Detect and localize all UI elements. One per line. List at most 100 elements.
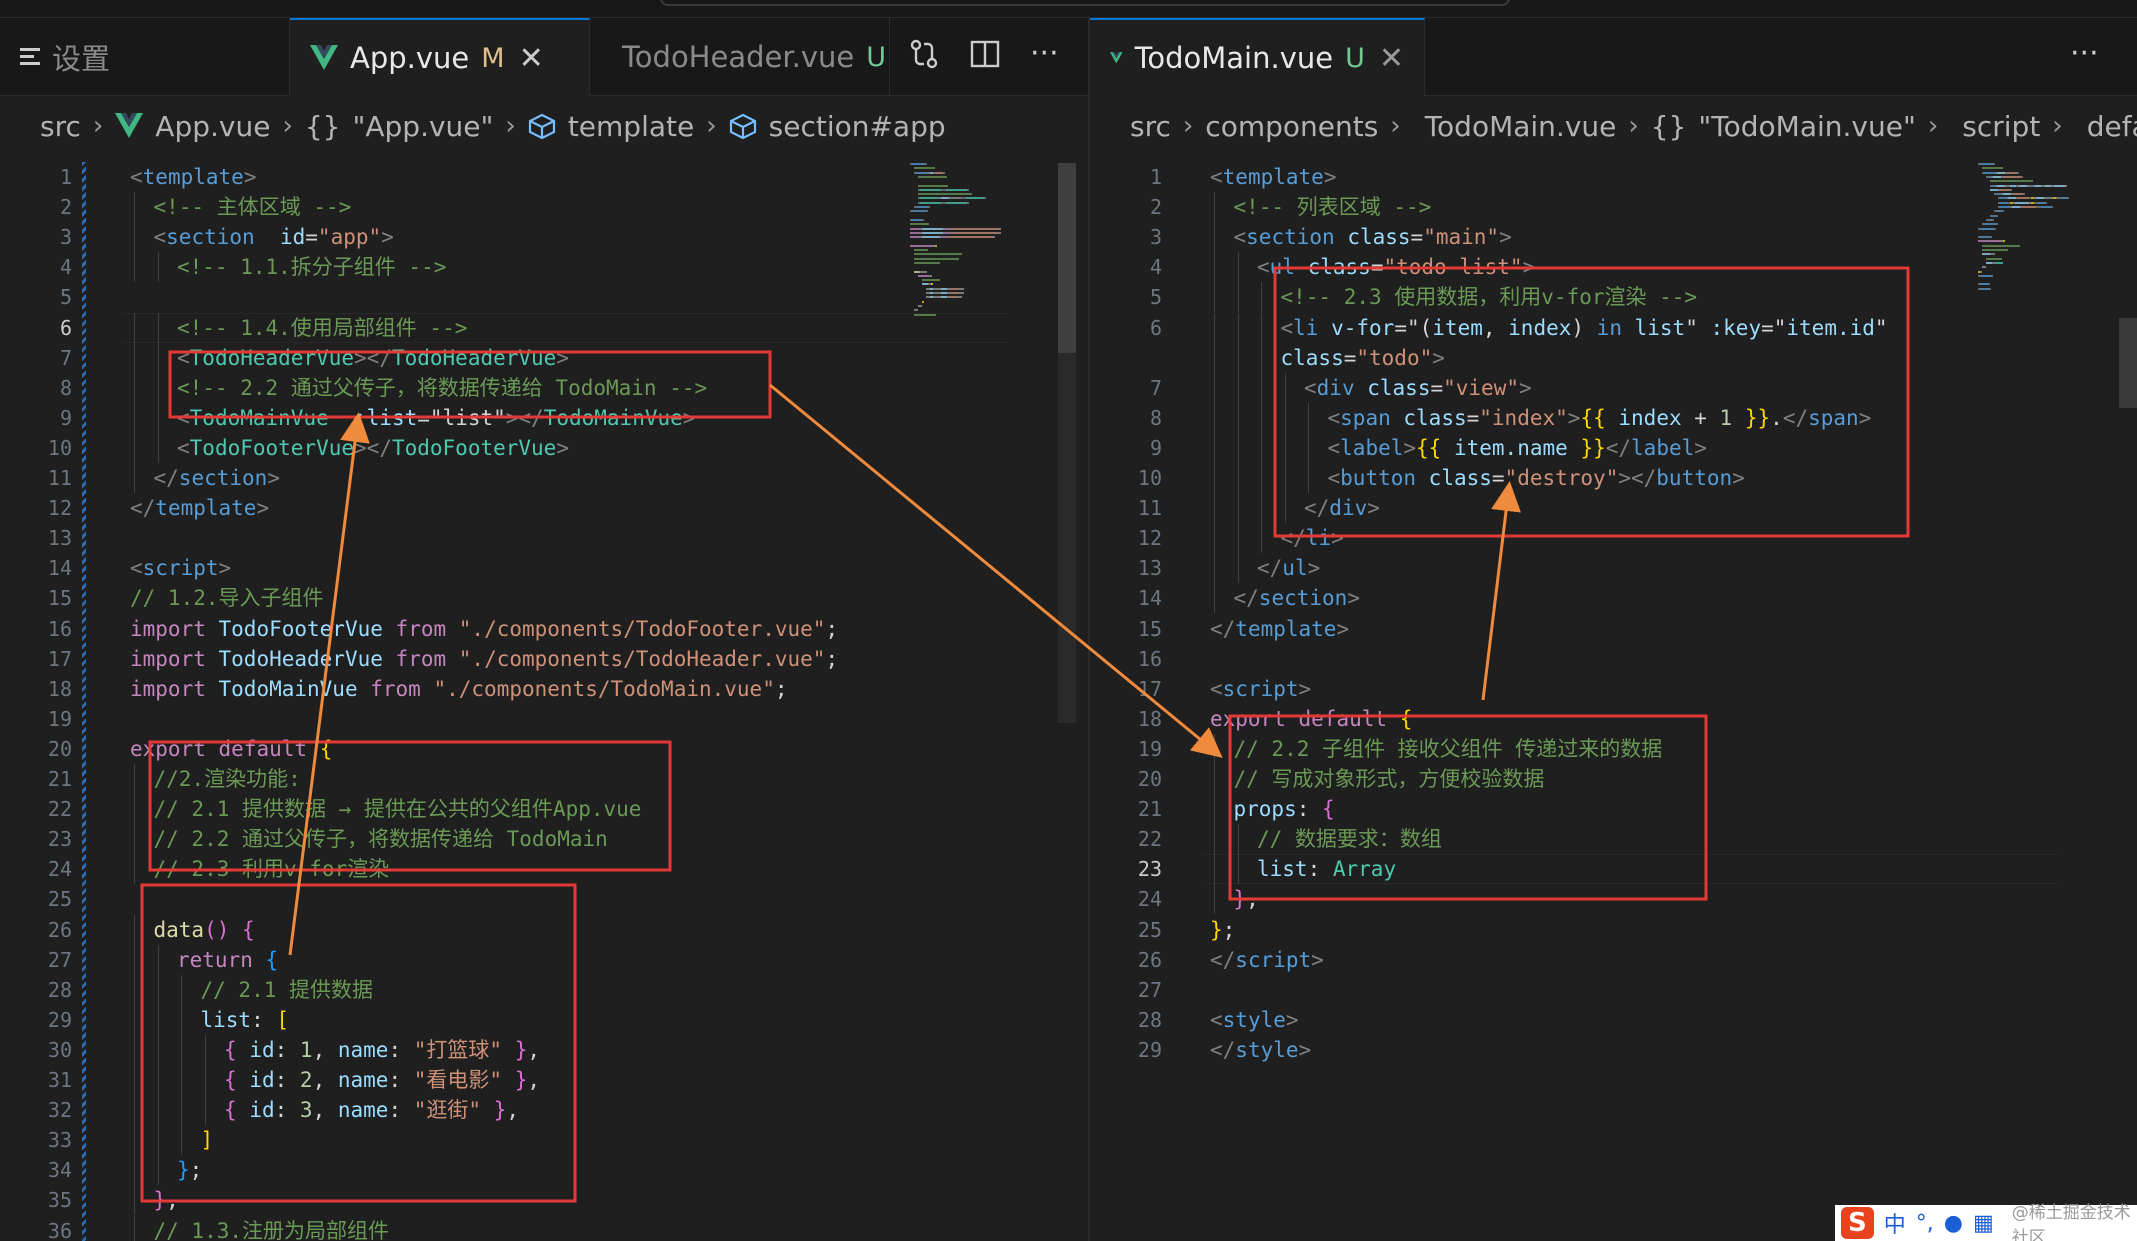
minimap-line bbox=[913, 210, 926, 213]
minimap-line bbox=[2034, 201, 2037, 204]
editor-pane-right: TodoMain.vue U ✕ ··· src › components › … bbox=[1090, 18, 2137, 1241]
breadcrumb-item[interactable]: components bbox=[1205, 109, 1379, 143]
indent-guide bbox=[134, 402, 135, 433]
line-number: 12 bbox=[1137, 526, 1162, 551]
minimap-line bbox=[920, 304, 922, 307]
line-number: 11 bbox=[1137, 496, 1162, 521]
ime-toolbar[interactable]: S 中 °, ● ▦ @稀土掘金技术社区 bbox=[1835, 1203, 2137, 1241]
tab-todomain-vue[interactable]: TodoMain.vue U ✕ bbox=[1090, 18, 1425, 96]
minimap-line bbox=[916, 309, 918, 312]
minimap-line bbox=[993, 236, 995, 239]
git-compare-icon[interactable] bbox=[908, 38, 940, 70]
more-actions-icon[interactable]: ··· bbox=[1030, 36, 1059, 71]
minimap-line bbox=[953, 231, 999, 234]
breadcrumb-item[interactable]: src bbox=[1130, 109, 1171, 143]
tab-app-vue[interactable]: App.vue M ✕ bbox=[290, 18, 590, 96]
minimap-line bbox=[1990, 214, 1993, 217]
indent-guide bbox=[1261, 342, 1262, 373]
line-number: 26 bbox=[1137, 947, 1162, 972]
breadcrumb-item[interactable]: script bbox=[1962, 109, 2041, 143]
indent-guide bbox=[134, 764, 135, 795]
minimap-line bbox=[914, 257, 959, 260]
breadcrumb: src › App.vue › {} "App.vue" › template … bbox=[0, 98, 1088, 154]
minimap-line bbox=[1992, 218, 1994, 221]
code-text: }; bbox=[1210, 917, 1236, 942]
code-text: list: [ bbox=[200, 1007, 290, 1032]
minimap-line bbox=[2044, 197, 2049, 200]
breadcrumb-item[interactable]: template bbox=[567, 109, 695, 143]
minimap-line bbox=[1990, 240, 2001, 243]
code-text: ] bbox=[200, 1128, 214, 1153]
minimap-line bbox=[914, 171, 916, 174]
minimap-line bbox=[1994, 193, 1996, 196]
close-icon[interactable]: ✕ bbox=[518, 40, 544, 76]
code-line: 1<template> bbox=[0, 162, 1088, 192]
code-text: { id: 3, name: "逛街" }, bbox=[224, 1098, 519, 1123]
scroll-thumb[interactable] bbox=[1058, 163, 1076, 353]
scrollbar[interactable] bbox=[1058, 163, 1076, 723]
minimap-line bbox=[950, 292, 958, 294]
minimap-line bbox=[2061, 197, 2067, 200]
line-number: 18 bbox=[47, 676, 72, 701]
minimap-line bbox=[1993, 163, 1995, 165]
line-number: 9 bbox=[59, 405, 72, 430]
git-change-gutter[interactable] bbox=[82, 162, 86, 1241]
line-number: 4 bbox=[1149, 255, 1162, 280]
ime-punct-label[interactable]: °, bbox=[1915, 1210, 1934, 1236]
breadcrumb-item[interactable]: "App.vue" bbox=[352, 109, 494, 143]
indent-guide bbox=[134, 914, 135, 945]
indent-guide bbox=[134, 1065, 135, 1096]
minimap-line bbox=[930, 296, 933, 299]
code-line: 28// 2.1 提供数据 bbox=[0, 975, 1088, 1005]
indent-guide bbox=[1284, 493, 1286, 524]
line-number: 26 bbox=[47, 917, 72, 942]
tab-todoheader-vue[interactable]: TodoHeader.vue U bbox=[590, 18, 890, 96]
minimap-line bbox=[1982, 223, 1985, 226]
code-text: // 2.3 利用v-for渲染 bbox=[153, 857, 390, 882]
code-text: </template> bbox=[1210, 616, 1350, 641]
minimap-line bbox=[1989, 218, 1992, 221]
breadcrumb-item[interactable]: TodoMain.vue bbox=[1424, 109, 1617, 143]
keyboard-icon[interactable]: ▦ bbox=[1972, 1210, 1994, 1236]
line-number: 17 bbox=[47, 646, 72, 671]
line-number: 16 bbox=[1137, 646, 1162, 671]
minimap-line bbox=[2030, 184, 2033, 187]
line-number: 3 bbox=[1149, 225, 1162, 250]
microphone-icon[interactable]: ● bbox=[1943, 1210, 1963, 1236]
minimap-line bbox=[914, 309, 916, 312]
line-number: 4 bbox=[59, 255, 72, 280]
minimap-line bbox=[928, 283, 931, 286]
command-center[interactable] bbox=[660, 0, 1510, 6]
line-number: 2 bbox=[1149, 195, 1162, 220]
line-number: 13 bbox=[1137, 556, 1162, 581]
breadcrumb-item[interactable]: "TodoMain.vue" bbox=[1698, 109, 1916, 143]
more-actions-icon[interactable]: ··· bbox=[2070, 36, 2099, 71]
breadcrumb-item[interactable]: section#app bbox=[768, 109, 946, 143]
minimap-line bbox=[941, 292, 947, 294]
minimap-line bbox=[2054, 184, 2065, 187]
minimap-line bbox=[1992, 184, 1995, 187]
breadcrumb-item[interactable]: App.vue bbox=[155, 109, 271, 143]
minimap[interactable] bbox=[910, 163, 1020, 343]
code-text: { id: 1, name: "打篮球" }, bbox=[224, 1037, 540, 1062]
code-text: // 写成对象形式，方便校验数据 bbox=[1233, 767, 1545, 791]
minimap-line bbox=[2015, 201, 2029, 204]
minimap-line bbox=[910, 218, 912, 221]
scrollbar[interactable] bbox=[2119, 318, 2137, 408]
close-icon[interactable]: ✕ bbox=[1378, 40, 1404, 76]
current-line-highlight bbox=[124, 312, 1008, 343]
code-line: 13</ul> bbox=[1090, 553, 2137, 583]
ime-mode-label[interactable]: 中 bbox=[1883, 1213, 1906, 1238]
chevron-right-icon: › bbox=[2052, 111, 2063, 141]
title-bar-strip bbox=[0, 0, 2137, 18]
breadcrumb-item[interactable]: src bbox=[40, 109, 81, 143]
tab-settings[interactable]: 设置 bbox=[0, 18, 290, 96]
indent-guide bbox=[1214, 432, 1215, 463]
line-number: 27 bbox=[47, 947, 72, 972]
minimap[interactable] bbox=[1978, 163, 2088, 343]
breadcrumb-item[interactable]: defa bbox=[2086, 109, 2137, 143]
split-editor-icon[interactable] bbox=[970, 39, 1000, 69]
minimap-line bbox=[1982, 244, 2020, 247]
